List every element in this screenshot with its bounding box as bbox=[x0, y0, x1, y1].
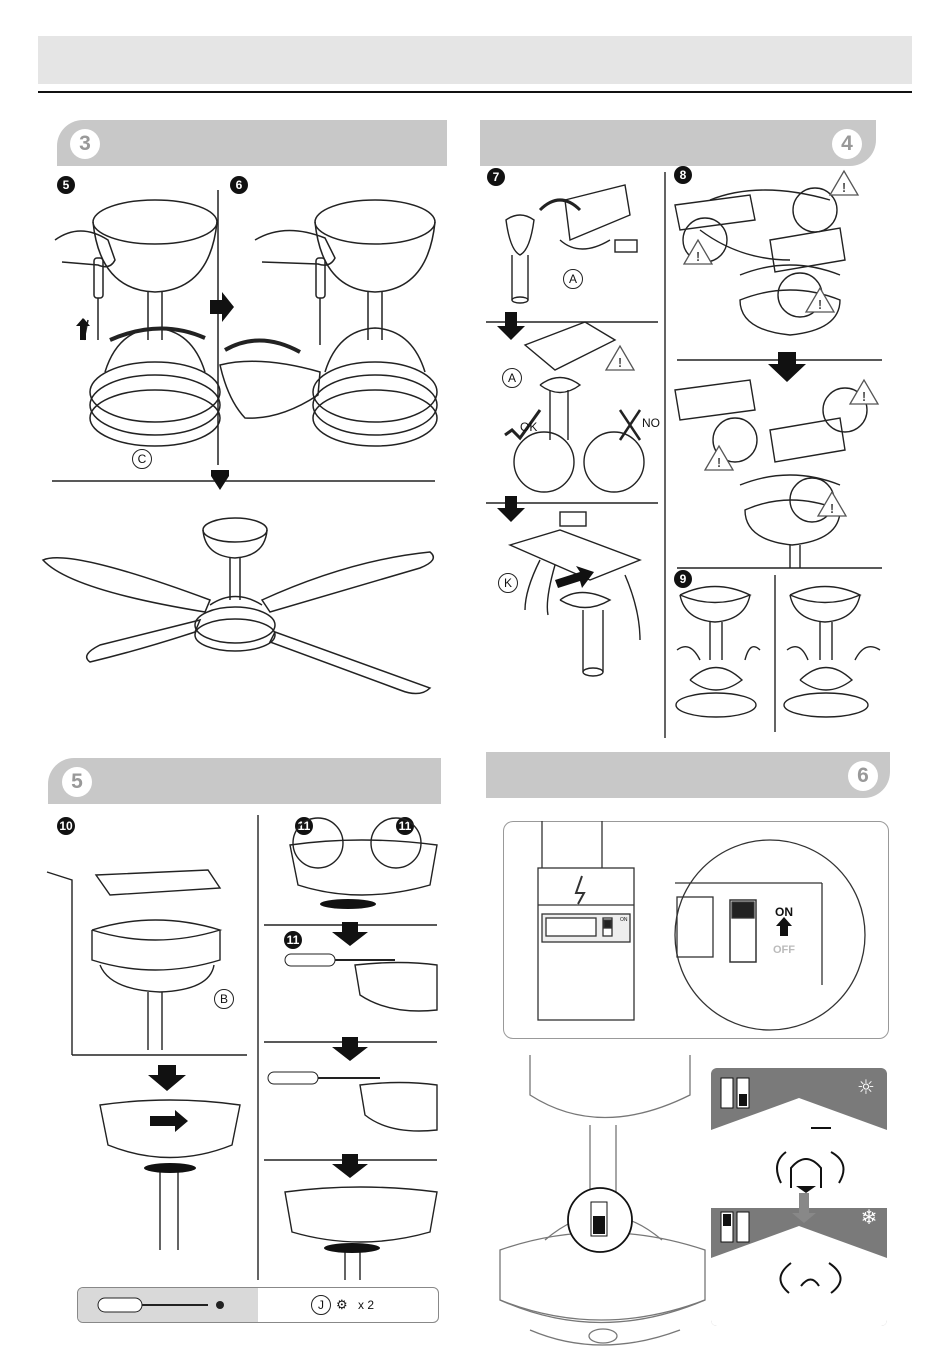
sun-icon: ☼ bbox=[857, 1075, 875, 1099]
snowflake-icon: ❄ bbox=[861, 1205, 878, 1229]
direction-panel: ☼ ❄ bbox=[711, 1068, 887, 1326]
direction-panel-art: ☼ ❄ bbox=[711, 1068, 887, 1326]
